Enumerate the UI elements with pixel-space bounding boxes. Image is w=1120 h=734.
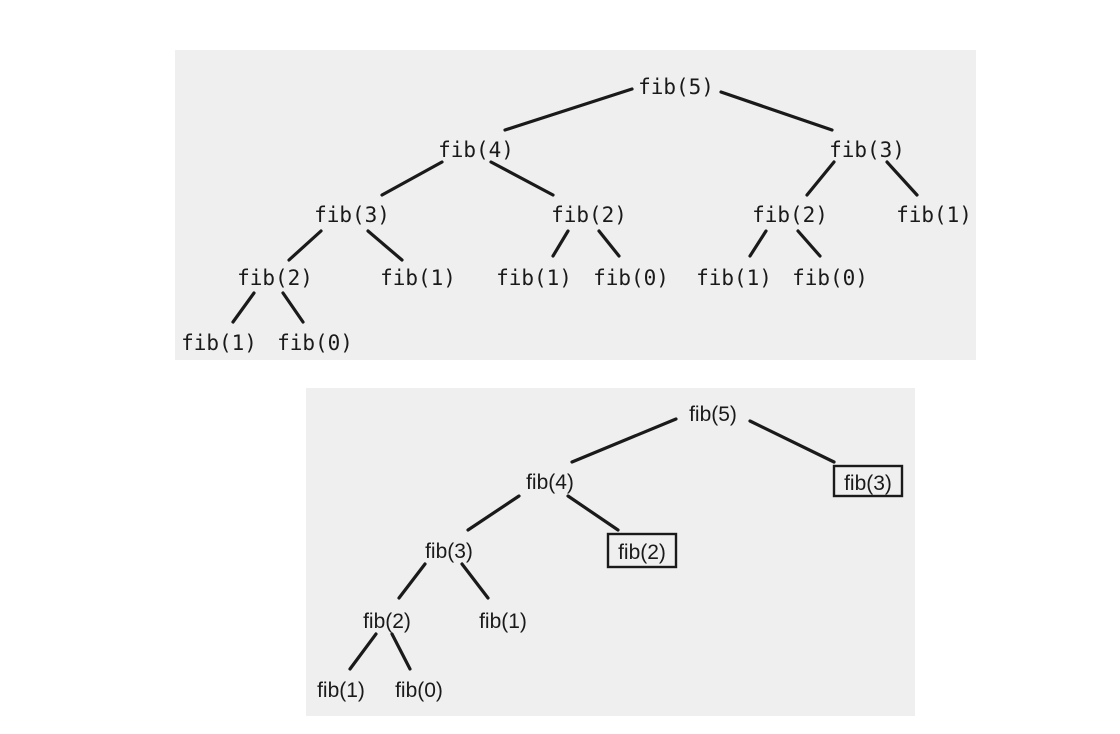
tree-node-memoized: fib(3) <box>844 472 892 495</box>
edge <box>748 419 836 464</box>
tree-node: fib(0) <box>395 679 443 702</box>
tree-node: fib(5) <box>638 75 714 99</box>
tree-node: fib(3) <box>425 540 473 563</box>
tree-edges <box>348 417 836 671</box>
edge <box>366 229 404 262</box>
edge <box>570 417 678 464</box>
tree-node: fib(5) <box>689 403 737 426</box>
tree-node-memoized: fib(2) <box>618 541 666 564</box>
edge <box>231 291 256 324</box>
tree-node: fib(4) <box>438 138 514 162</box>
tree-node: fib(2) <box>752 203 828 227</box>
tree-node: fib(0) <box>593 266 669 290</box>
edge <box>805 160 836 197</box>
memoized-recursion-tree-panel: fib(5) fib(4) fib(3) fib(3) fib(2) fib(2… <box>306 388 915 716</box>
edge <box>287 229 323 262</box>
edge <box>566 494 620 532</box>
edge <box>597 229 621 258</box>
edge <box>503 87 634 132</box>
memoized-node-box <box>606 532 678 569</box>
tree-node: fib(1) <box>896 203 972 227</box>
edge <box>796 229 822 258</box>
tree-node: fib(3) <box>829 138 905 162</box>
tree-node: fib(4) <box>526 471 574 494</box>
tree-node: fib(0) <box>792 266 868 290</box>
edge <box>885 160 919 197</box>
edge <box>466 494 521 532</box>
tree-node: fib(1) <box>496 266 572 290</box>
tree-node: fib(1) <box>181 331 257 355</box>
edge <box>719 90 834 132</box>
tree-node: fib(3) <box>314 203 390 227</box>
tree-node: fib(2) <box>551 203 627 227</box>
tree-node: fib(1) <box>696 266 772 290</box>
tree-node: fib(2) <box>363 610 411 633</box>
edge <box>748 229 768 258</box>
tree-edges <box>231 87 919 324</box>
full-recursion-tree-panel: fib(5) fib(4) fib(3) fib(3) fib(2) fib(2… <box>175 50 976 360</box>
tree-node: fib(0) <box>277 331 353 355</box>
edge <box>380 160 444 197</box>
tree-node: fib(1) <box>380 266 456 290</box>
edge <box>281 291 305 324</box>
edge <box>348 632 378 671</box>
edge <box>489 160 555 197</box>
tree-node: fib(2) <box>237 266 313 290</box>
tree-node: fib(1) <box>317 679 365 702</box>
edge <box>460 562 490 600</box>
edge <box>397 562 427 600</box>
full-recursion-tree: fib(5) fib(4) fib(3) fib(3) fib(2) fib(2… <box>181 75 972 355</box>
memoized-node-box <box>832 464 904 498</box>
tree-node: fib(1) <box>479 610 527 633</box>
edge <box>390 632 412 671</box>
edge <box>551 229 570 258</box>
memoized-recursion-tree: fib(5) fib(4) fib(3) fib(3) fib(2) fib(2… <box>317 403 904 702</box>
